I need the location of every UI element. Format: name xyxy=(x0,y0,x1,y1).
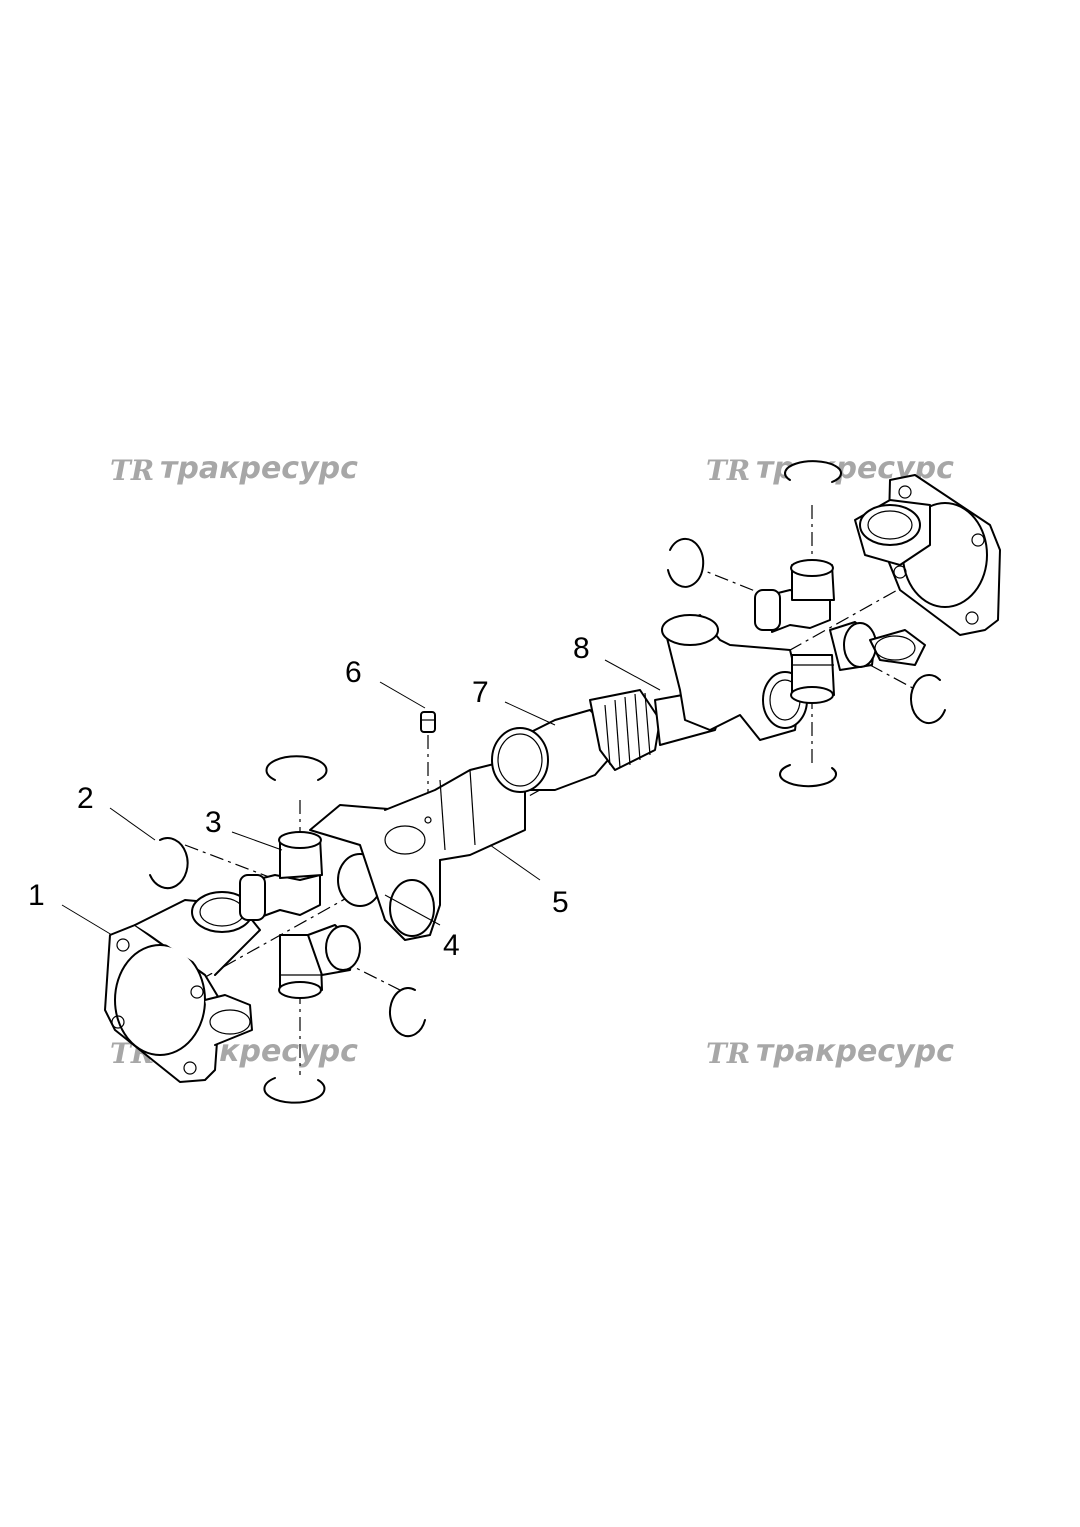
leader-lines xyxy=(61,659,661,936)
circlip-left-group xyxy=(149,755,426,1104)
watermark-brand: тракресурс xyxy=(756,1034,954,1069)
spider-cross-right xyxy=(754,559,877,704)
watermark-logo: TR xyxy=(110,454,154,487)
circlip-2 xyxy=(149,837,189,890)
callout-6: 6 xyxy=(345,656,362,689)
watermark-logo: TR xyxy=(706,454,750,487)
watermark-bottom-right: TR тракресурс xyxy=(706,1034,954,1070)
callout-5: 5 xyxy=(552,886,569,919)
grease-nipple xyxy=(420,711,436,733)
watermark-top-left: TR тракресурс xyxy=(110,451,358,487)
watermark-logo: TR xyxy=(706,1037,750,1070)
splined-stub-yoke xyxy=(589,614,808,771)
flange-yoke-left xyxy=(104,891,261,1083)
callout-4: 4 xyxy=(443,929,460,962)
spider-cross-left xyxy=(239,831,361,999)
callout-3: 3 xyxy=(205,806,222,839)
callout-7: 7 xyxy=(472,676,489,709)
watermark-brand: тракресурс xyxy=(160,451,358,486)
circlip-right-group xyxy=(667,460,946,788)
slip-yoke xyxy=(309,759,526,941)
callout-8: 8 xyxy=(573,632,590,665)
callout-2: 2 xyxy=(77,782,94,815)
callout-1: 1 xyxy=(28,879,45,912)
callout-labels: 1 2 3 4 5 6 7 8 xyxy=(28,632,590,962)
flange-yoke-right xyxy=(854,474,1001,666)
